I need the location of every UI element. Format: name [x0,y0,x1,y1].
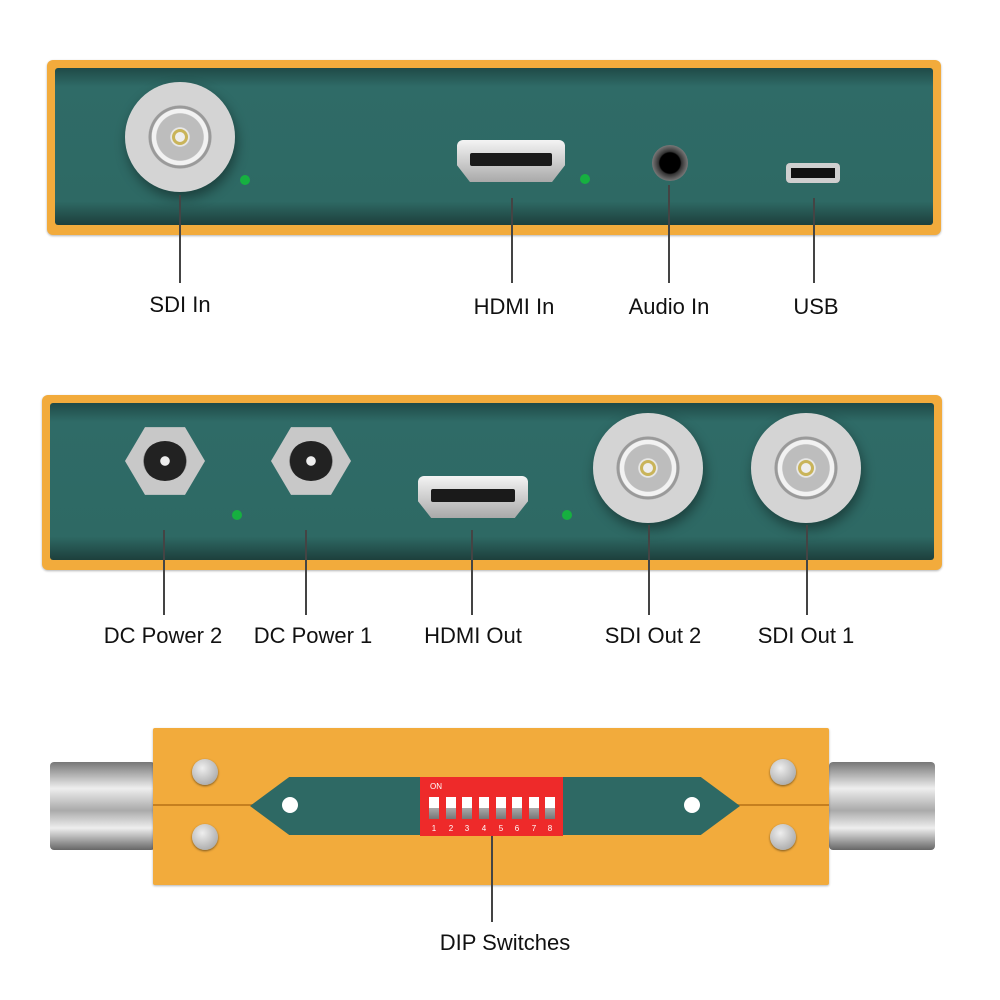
dip-number: 7 [531,824,537,833]
dip-number: 1 [431,824,437,833]
dc-power-1-connector [271,427,351,495]
sdi-out-2-connector [593,413,703,523]
dip-switch-8[interactable] [545,797,555,819]
label-sdi-out-1: SDI Out 1 [757,623,855,648]
dip-switch-block[interactable]: ON 1 2 3 4 5 6 7 8 [420,777,563,836]
dip-switch-5[interactable] [496,797,506,819]
dip-number: 3 [464,824,470,833]
mounting-hole [684,797,700,813]
label-audio-in: Audio In [628,294,710,319]
led-indicator [232,510,242,520]
leader-line [491,836,493,922]
leader-line [471,530,473,615]
usb-port [786,163,840,183]
screw-icon [770,759,796,785]
dip-number: 4 [481,824,487,833]
label-sdi-out-2: SDI Out 2 [604,623,702,648]
dip-switch-6[interactable] [512,797,522,819]
dip-switch-3[interactable] [462,797,472,819]
dip-switch-1[interactable] [429,797,439,819]
leader-line [806,525,808,615]
leader-line [305,530,307,615]
dip-number: 8 [547,824,553,833]
led-indicator [240,175,250,185]
dip-number: 5 [498,824,504,833]
dip-on-label: ON [430,782,442,791]
right-bnc-connector [829,762,935,850]
hdmi-out-port [418,476,528,518]
dip-number: 2 [448,824,454,833]
left-bnc-connector [50,762,155,850]
dip-switch-4[interactable] [479,797,489,819]
leader-line [668,185,670,283]
dip-switch-7[interactable] [529,797,539,819]
screw-icon [192,824,218,850]
hdmi-in-port [457,140,565,182]
led-indicator [562,510,572,520]
screw-icon [770,824,796,850]
label-dip-switches: DIP Switches [439,930,571,955]
mounting-hole [282,797,298,813]
label-hdmi-in: HDMI In [473,294,555,319]
audio-in-jack [652,145,688,181]
leader-line [163,530,165,615]
led-indicator [580,174,590,184]
label-usb: USB [793,294,839,319]
leader-line [511,198,513,283]
label-hdmi-out: HDMI Out [424,623,522,648]
leader-line [179,195,181,283]
label-dc-power-1: DC Power 1 [253,623,373,648]
sdi-out-1-connector [751,413,861,523]
leader-line [648,525,650,615]
sdi-in-connector [125,82,235,192]
label-sdi-in: SDI In [149,292,211,317]
screw-icon [192,759,218,785]
dip-number: 6 [514,824,520,833]
leader-line [813,198,815,283]
dip-switch-2[interactable] [446,797,456,819]
label-dc-power-2: DC Power 2 [103,623,223,648]
